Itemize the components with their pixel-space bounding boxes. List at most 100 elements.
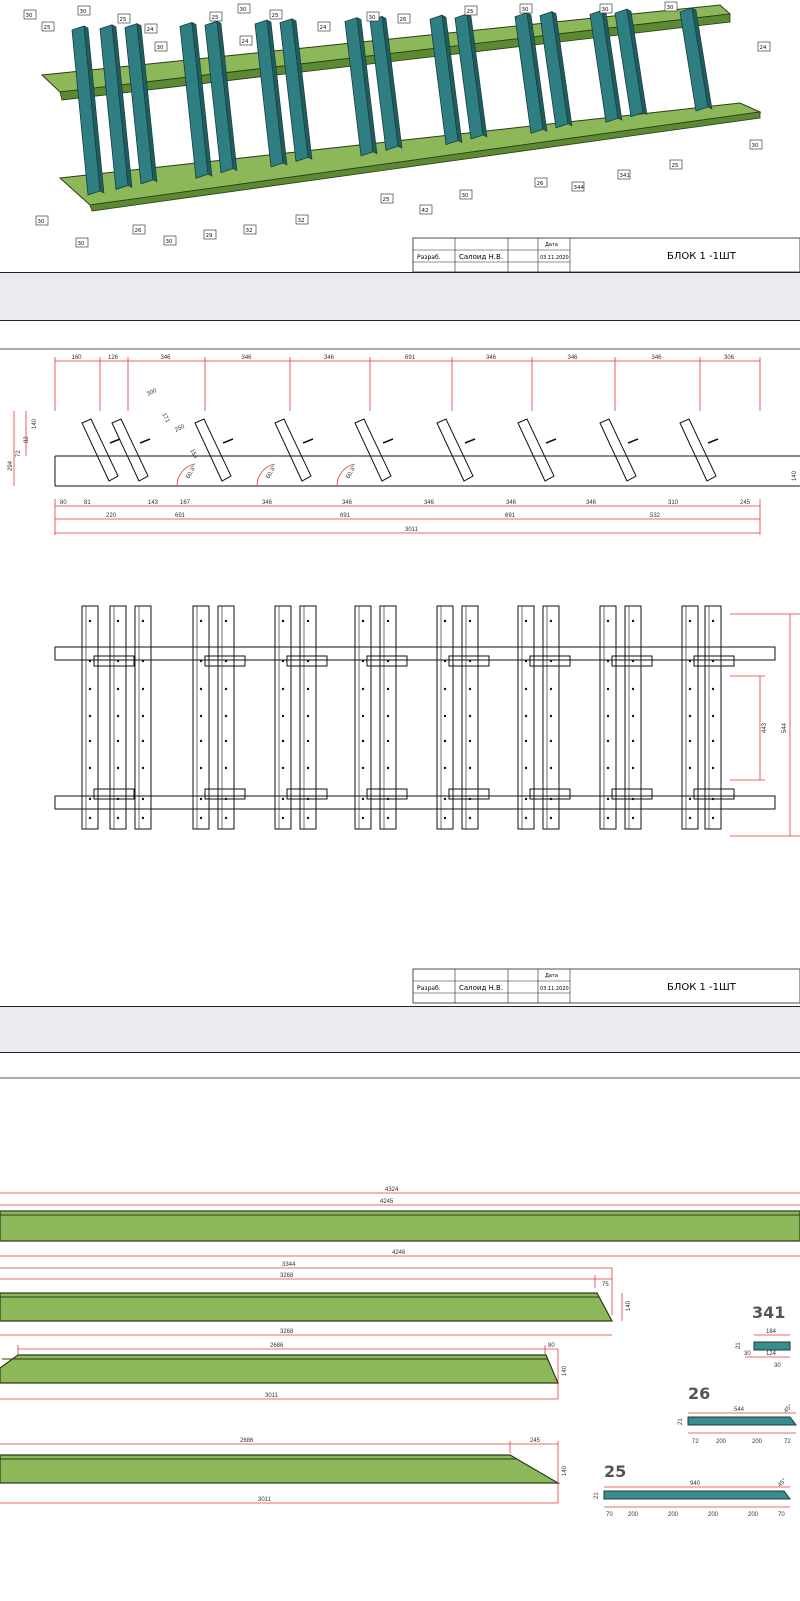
plan-post — [436, 605, 454, 830]
iso-callout-box — [163, 235, 177, 246]
iso-callout-box — [419, 204, 433, 215]
iso-callout-box — [35, 215, 49, 226]
beam4-dim-2: 245 — [530, 1438, 541, 1444]
side-top-dim: 160 — [72, 355, 83, 361]
iso-callout-box — [617, 169, 631, 180]
tb2-block-title: БЛОК 1 -1ШТ — [667, 982, 737, 993]
plan-bracket — [204, 655, 246, 667]
iso-callout-box — [243, 224, 257, 235]
tb1-role-label: Разраб. — [417, 254, 441, 261]
side-bottom-dim: 245 — [740, 500, 751, 506]
plan-bracket — [448, 655, 490, 667]
beam2-dim-3: 75 — [602, 1282, 609, 1288]
tb1-block-title: БЛОК 1 -1ШТ — [667, 251, 737, 262]
iso-callout-label: 26 — [135, 228, 142, 234]
side-post — [111, 418, 149, 482]
beam3-dim-3: 140 — [562, 1365, 568, 1376]
part26-body — [687, 1416, 797, 1426]
iso-post-side — [216, 20, 238, 172]
part25-body — [603, 1490, 791, 1500]
iso-callout-label: 30 — [462, 193, 469, 199]
side-span-dim: 691 — [175, 513, 186, 519]
plan-bracket — [93, 788, 135, 800]
beam4-dim-4: 3011 — [258, 1497, 272, 1503]
iso-callout-label: 26 — [537, 181, 544, 187]
iso-callout-label: 30 — [38, 219, 45, 225]
side-top-dim: 346 — [324, 355, 335, 361]
iso-callout-box — [295, 214, 309, 225]
iso-callout-label: 24 — [242, 39, 249, 45]
iso-callout-label: 25 — [120, 17, 127, 23]
iso-callout-label: 30 — [602, 7, 609, 13]
plan-bracket — [611, 788, 653, 800]
part26-dim-5: 200 — [752, 1439, 763, 1445]
part341-dim-2: 21 — [736, 1342, 742, 1349]
plan-bracket — [693, 788, 735, 800]
iso-lower-beam-side — [89, 111, 761, 212]
side-post — [81, 418, 119, 482]
iso-callout-label: 29 — [206, 233, 213, 239]
iso-post-side — [111, 24, 133, 188]
iso-callout-box — [23, 9, 37, 20]
iso-callout-box — [464, 5, 478, 16]
iso-post-side — [83, 25, 105, 194]
iso-post-side — [381, 15, 403, 149]
side-post — [194, 418, 232, 482]
iso-callout-label: 30 — [157, 45, 164, 51]
part25-dim-4: 200 — [628, 1512, 639, 1518]
plan-bracket — [93, 655, 135, 667]
iso-post-side — [466, 13, 488, 138]
part341-dim-1: 184 — [766, 1329, 777, 1335]
part25-dim-9: 45° — [777, 1477, 788, 1488]
beam3-dim-1: 2686 — [270, 1343, 284, 1349]
iso-post-side — [691, 7, 713, 110]
iso-callout-box — [75, 237, 89, 248]
side-bracket — [302, 438, 314, 444]
iso-callout-box — [757, 41, 771, 52]
side-top-dim: 346 — [652, 355, 663, 361]
part341-dim-5: 30 — [774, 1363, 781, 1369]
sheet-parts: 4324 4245 4246 3344 3268 75 140 3268 — [0, 1052, 800, 1601]
side-bracket — [464, 438, 476, 444]
side-left-dim: 82 — [24, 436, 30, 443]
iso-post-side — [356, 17, 378, 155]
iso-post-side — [266, 19, 288, 166]
beam2-body — [0, 1292, 614, 1322]
beam2-dim-4: 140 — [626, 1300, 632, 1311]
part-beam-4: 2686 245 140 3011 — [0, 1438, 568, 1504]
side-span-dim: 691 — [505, 513, 516, 519]
iso-callout-box — [519, 3, 533, 14]
plan-bracket — [529, 655, 571, 667]
side-top-dim: 346 — [161, 355, 172, 361]
side-bottom-dim: 143 — [148, 500, 159, 506]
iso-callout-label: 24 — [147, 27, 154, 33]
side-bracket — [139, 438, 151, 444]
iso-callout-box — [599, 3, 613, 14]
side-bottom-dim: 346 — [262, 500, 273, 506]
iso-callout-box — [144, 23, 158, 34]
iso-post-side — [136, 23, 158, 183]
part341-dim-4: 124 — [766, 1351, 777, 1357]
side-bracket — [382, 438, 394, 444]
plan-post — [379, 605, 397, 830]
iso-callout-label: 30 — [667, 5, 674, 11]
side-total-dim: 3011 — [405, 527, 419, 533]
iso-callout-label: 42 — [422, 208, 429, 214]
part341-label: 341 — [752, 1303, 785, 1322]
side-top-dim: 346 — [486, 355, 497, 361]
plan-bracket — [204, 788, 246, 800]
part-beam-3: 2686 80 140 3011 — [0, 1343, 568, 1400]
side-bottom-dim: 220 — [106, 513, 117, 519]
beam1-dim-2: 4245 — [380, 1199, 394, 1205]
part26-dim-7: 45° — [783, 1403, 794, 1414]
side-bracket — [109, 438, 121, 444]
part-26: 26 544 21 72 200 200 72 45° — [678, 1384, 797, 1445]
side-post — [274, 418, 312, 482]
title-block-2: Разраб. Салоид Н.В. Дата 03.11.2020 БЛОК… — [412, 968, 800, 1004]
part25-dim-5: 200 — [668, 1512, 679, 1518]
beam1-dim-1: 4324 — [385, 1187, 399, 1193]
plan-bracket — [366, 655, 408, 667]
iso-callout-label: 30 — [78, 241, 85, 247]
